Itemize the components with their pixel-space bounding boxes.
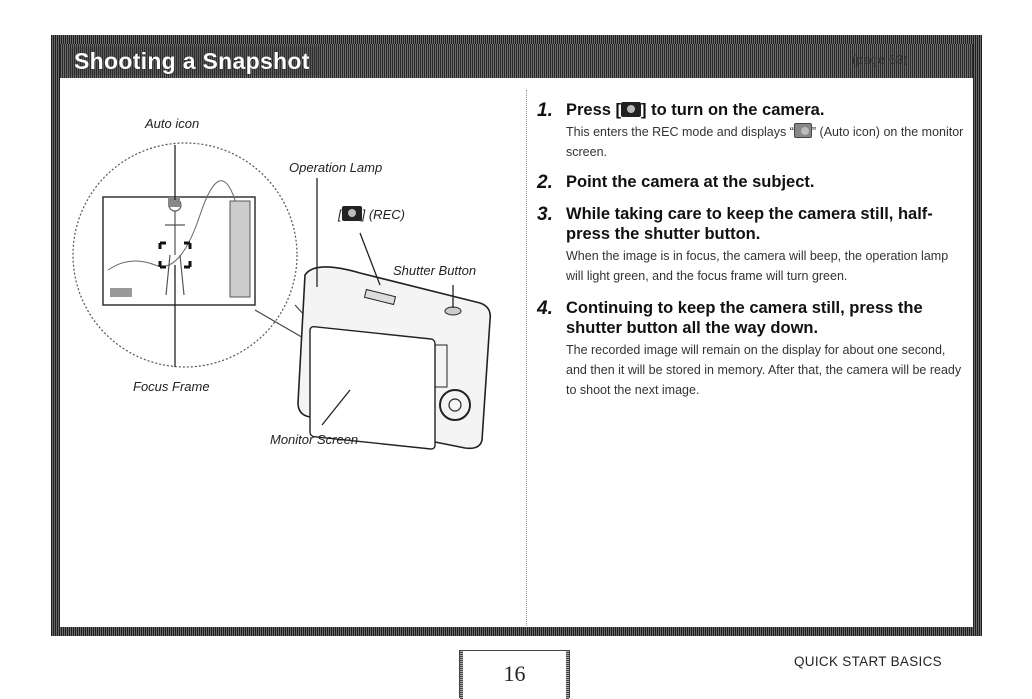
label-focus-frame: Focus Frame [133, 379, 210, 394]
step-heading-post: ] to turn on the camera. [641, 101, 825, 119]
monitor-screen [309, 325, 436, 450]
step-number: 4. [537, 298, 553, 319]
auto-icon [168, 197, 180, 207]
camera-icon [621, 102, 642, 117]
page-frame: Shooting a Snapshot [51, 35, 982, 636]
page-number-box: 16 [459, 650, 570, 699]
magnifier-circle [72, 142, 298, 368]
page-number: 16 [503, 661, 526, 686]
page-title: Shooting a Snapshot [74, 48, 310, 74]
battery-icon [110, 288, 132, 297]
step-heading-pre: Press [ [566, 101, 622, 119]
column-divider [526, 90, 527, 630]
label-shutter-button: Shutter Button [393, 263, 477, 278]
shutter-button [444, 306, 462, 316]
step-body: This enters the REC mode and displays “”… [566, 122, 967, 162]
auto-icon [793, 123, 812, 138]
label-operation-lamp: Operation Lamp [289, 160, 383, 175]
monitor-leader [321, 389, 351, 426]
step-body: The recorded image will remain on the di… [566, 343, 962, 397]
step-heading: Point the camera at the subject. [566, 173, 815, 191]
label-auto-icon: Auto icon [145, 116, 200, 131]
camera-icon [341, 206, 362, 221]
step-number: 3. [537, 204, 553, 225]
zoom-controls [434, 344, 448, 388]
camera-body [297, 266, 492, 450]
steps-list: 1. Press [ ] to turn on the camera. This … [537, 100, 967, 410]
title-tab: Shooting a Snapshot [68, 47, 320, 75]
step-heading: Press [ ] to turn on the camera. [566, 100, 967, 120]
step-body: When the image is in focus, the camera w… [566, 249, 949, 283]
step-2: 2. Point the camera at the subject. [537, 172, 967, 193]
label-rec: [ ] (REC) [338, 206, 405, 222]
step-4: 4. Continuing to keep the camera still, … [537, 298, 967, 400]
section-label: QUICK START BASICS [794, 654, 942, 669]
landscape-line [107, 180, 251, 271]
camera-diagram [72, 142, 492, 450]
focus-frame-icon [158, 241, 192, 269]
operation-lamp [363, 288, 397, 306]
step-number: 1. [537, 100, 553, 121]
rec-leader [359, 232, 381, 286]
step-body-post: ” (Auto icon) on the monitor screen. [566, 125, 964, 159]
page-reference: (page 63) [852, 52, 908, 67]
label-monitor-screen: Monitor Screen [270, 432, 359, 447]
step-3: 3. While taking care to keep the camera … [537, 204, 967, 286]
step-1: 1. Press [ ] to turn on the camera. This … [537, 100, 967, 162]
title-bar: Shooting a Snapshot [60, 44, 973, 78]
step-number: 2. [537, 172, 553, 193]
step-heading: While taking care to keep the camera sti… [566, 205, 933, 243]
preview-icon-column [229, 200, 251, 298]
control-dial [439, 389, 471, 421]
label-rec-text: ] (REC) [361, 207, 405, 222]
step-body-pre: This enters the REC mode and displays “ [566, 125, 794, 139]
step-heading: Continuing to keep the camera still, pre… [566, 299, 923, 337]
label-rec-bracket: [ [338, 207, 342, 222]
